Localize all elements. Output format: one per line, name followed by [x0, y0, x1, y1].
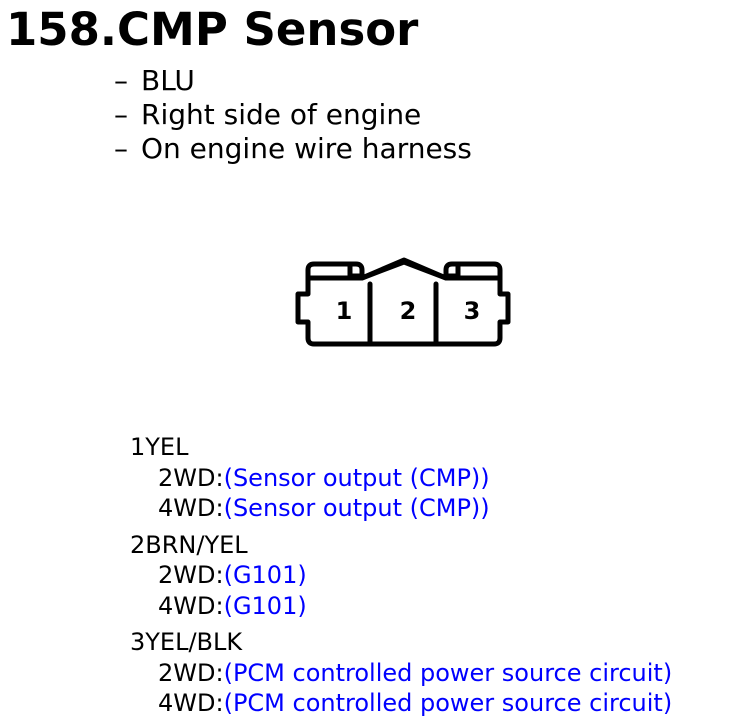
pin-label-1: 1 — [336, 297, 353, 325]
pin-row: 2WD:(G101) — [130, 560, 672, 591]
circuit-description: (G101) — [223, 591, 307, 620]
connector-diagram: 1 2 3 — [295, 257, 511, 347]
pin-list: 1YEL 2WD:(Sensor output (CMP)) 4WD:(Sens… — [130, 432, 672, 725]
circuit-description: (Sensor output (CMP)) — [223, 494, 490, 522]
connector-outline — [295, 257, 511, 347]
pin-entry-1: 1YEL 2WD:(Sensor output (CMP)) 4WD:(Sens… — [130, 432, 672, 524]
circuit-description: (PCM controlled power source circuit) — [223, 658, 673, 687]
pin-entry-2: 2BRN/YEL 2WD:(G101) 4WD:(G101) — [130, 530, 672, 622]
note-harness: –On engine wire harness — [114, 132, 472, 165]
pin-label-2: 2 — [400, 297, 417, 325]
circuit-description: (G101) — [223, 561, 307, 589]
dash-marker: – — [114, 64, 128, 97]
pin-header: 3YEL/BLK — [130, 628, 243, 656]
drive-label: 2WD: — [158, 463, 224, 492]
circuit-description: (Sensor output (CMP)) — [223, 463, 490, 492]
drive-label: 4WD: — [158, 494, 224, 522]
dash-marker: – — [114, 132, 128, 165]
drive-label: 4WD: — [158, 689, 224, 717]
pin-row: 4WD:(PCM controlled power source circuit… — [130, 688, 672, 719]
circuit-description: (PCM controlled power source circuit) — [223, 689, 673, 717]
note-connector-color: –BLU — [114, 64, 195, 97]
pin-header: 1YEL — [130, 433, 189, 461]
pin-row: 4WD:(Sensor output (CMP)) — [130, 493, 672, 524]
drive-label: 2WD: — [158, 658, 224, 687]
drive-label: 4WD: — [158, 591, 224, 620]
pin-header: 2BRN/YEL — [130, 530, 248, 559]
location-notes: –BLU –Right side of engine –On engine wi… — [114, 64, 472, 166]
note-location: –Right side of engine — [114, 98, 422, 131]
drive-label: 2WD: — [158, 561, 224, 589]
pin-row: 2WD:(PCM controlled power source circuit… — [130, 658, 672, 689]
pin-row: 2WD:(Sensor output (CMP)) — [130, 463, 672, 494]
page-title: 158.CMP Sensor — [6, 3, 419, 56]
pin-row: 4WD:(G101) — [130, 591, 672, 622]
dash-marker: – — [114, 98, 128, 131]
connector-inner-top — [305, 259, 503, 281]
pin-entry-3: 3YEL/BLK 2WD:(PCM controlled power sourc… — [130, 627, 672, 719]
pin-label-3: 3 — [464, 297, 481, 325]
